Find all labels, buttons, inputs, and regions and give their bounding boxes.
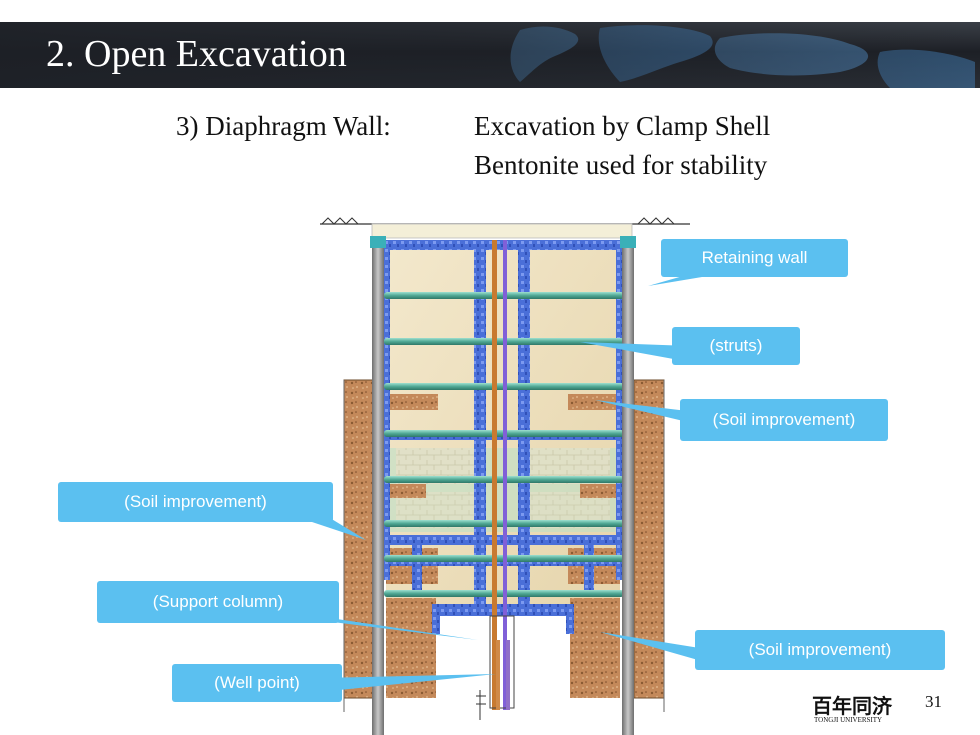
support-column [489,240,515,710]
callout-support-column: (Support column) [97,581,339,623]
world-map-graphic [0,22,980,88]
subtitle-line-2: Bentonite used for stability [474,150,768,180]
callout-soil-improvement-right-lower: (Soil improvement) [695,630,945,670]
callout-soil-improvement-right-upper: (Soil improvement) [680,399,888,441]
callout-pointers [300,274,720,692]
callout-retaining-wall: Retaining wall [661,239,848,277]
page-number: 31 [925,692,942,711]
ground-surface [320,217,690,239]
subtitle-label: 3) Diaphragm Wall: [176,111,391,141]
page-title: 2. Open Excavation [46,33,347,75]
retaining-walls [370,236,636,735]
logo-english: TONGJI UNIVERSITY [814,716,883,724]
logo-chinese: 百年同济 [812,694,892,718]
title-bar: 2. Open Excavation [0,22,980,88]
callout-soil-improvement-left: (Soil improvement) [58,482,333,522]
callout-struts: (struts) [672,327,800,365]
subtitle-line-1: Excavation by Clamp Shell [474,111,771,141]
well-point [476,690,486,720]
callout-well-point: (Well point) [172,664,342,702]
